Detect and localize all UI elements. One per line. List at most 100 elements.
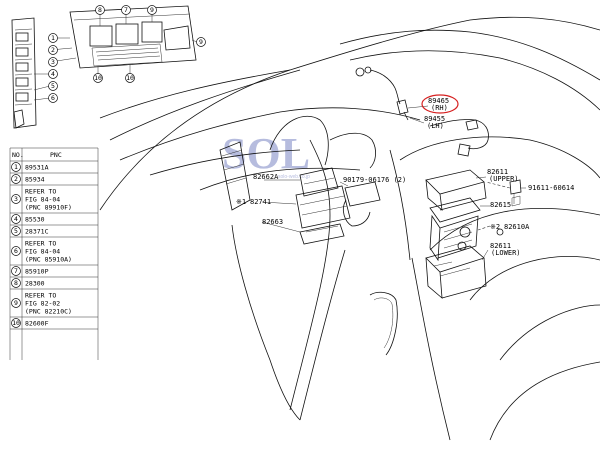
row-number-2-text: 2: [14, 175, 18, 183]
inset-number-top-9: 9: [147, 5, 157, 15]
inset-number-1: 1: [48, 33, 58, 43]
table-row: 4 85530: [10, 214, 98, 226]
label-82662a: 82662A: [253, 173, 279, 181]
row-pnc-text: (PNC 85910A): [25, 256, 72, 264]
oxygen-sensor-rh: [355, 66, 409, 121]
row-number-7-text: 7: [14, 267, 18, 275]
inset-number-3-text: 3: [51, 58, 55, 66]
label-82611-upper-sub: (UPPER): [489, 175, 519, 183]
row-number-9-text: 9: [14, 299, 18, 307]
row-pnc-text: 82600F: [25, 320, 49, 328]
inset-number-4: 4: [48, 69, 58, 79]
row-pnc-text: 28371C: [25, 228, 49, 236]
row-number-7: 7: [11, 266, 21, 276]
label-89455-lh: (LH): [427, 122, 444, 130]
row-number-6: 6: [11, 246, 21, 256]
table-row: 2 85934: [10, 174, 98, 186]
inset-number-2-text: 2: [51, 46, 55, 54]
table-row: 1 89531A: [10, 162, 98, 174]
oxygen-sensor-lh: [429, 119, 489, 157]
inset-number-2: 2: [48, 45, 58, 55]
row-pnc-text: (PNC 89910F): [25, 204, 72, 212]
label-89455: 89455: [424, 115, 445, 123]
inset-number-5: 5: [48, 81, 58, 91]
label-90179: 90179-06176 (2): [343, 176, 406, 184]
row-pnc-text: REFER TO: [25, 240, 56, 248]
row-number-8-text: 8: [14, 279, 18, 287]
row-number-5-text: 5: [14, 227, 18, 235]
table-header-no: NO.: [12, 151, 24, 159]
inset-number-6-text: 6: [51, 94, 55, 102]
row-pnc-text: (PNC 82210C): [25, 308, 72, 316]
inset-number-bottom-0: 10: [93, 73, 103, 83]
inset-number-6: 6: [48, 93, 58, 103]
leader-lines: [261, 105, 526, 261]
table-row: 8 28300: [10, 278, 98, 290]
table-row: 5 28371C: [10, 226, 98, 238]
junction-block: [425, 169, 522, 299]
row-pnc-text: 89531A: [25, 164, 49, 172]
inset-number-5-text: 5: [51, 82, 55, 90]
label-82741: 82741: [250, 198, 271, 206]
inset-number-bottom-0-text: 10: [94, 74, 102, 82]
row-number-1-text: 1: [14, 163, 18, 171]
inset-number-top-8: 8: [95, 5, 105, 15]
inset-number-top-7-text: 7: [124, 6, 128, 14]
fuse-box-inset: [11, 5, 197, 129]
row-pnc-text: 85910P: [25, 268, 49, 276]
row-number-6-text: 6: [14, 247, 18, 255]
inset-number-3: 3: [48, 57, 58, 67]
watermark: SOL solo-web.co.jp: [222, 129, 310, 180]
part-labels: 89465 (RH) 89455 (LH) 82662A 90179-06176…: [236, 97, 574, 257]
inset-number-bottom-1-text: 10: [126, 74, 134, 82]
label-82615: 82615: [490, 201, 511, 209]
label-82611-lower: 82611: [490, 242, 511, 250]
row-pnc-text: FIG 82-02: [25, 300, 60, 308]
row-number-2: 2: [11, 174, 21, 184]
vehicle-body: [99, 16, 600, 441]
ecu-assembly: [295, 167, 381, 245]
inset-number-top-7: 7: [121, 5, 131, 15]
row-number-8: 8: [11, 278, 21, 288]
inset-number-top: 8 7 9 9: [95, 5, 206, 47]
row-number-10: 10: [11, 318, 21, 328]
row-pnc-text: REFER TO: [25, 292, 56, 300]
inset-number-9-side: 9: [196, 37, 206, 47]
label-90611: 91611-60614: [528, 184, 574, 192]
inset-number-1-text: 1: [51, 34, 55, 42]
label-82610a: 82610A: [504, 223, 530, 231]
inset-number-9-side-text: 9: [199, 38, 203, 46]
inset-number-4-text: 4: [51, 70, 55, 78]
inset-number-bottom: 10 10: [93, 73, 135, 83]
inset-number-column: 1 2 3 4 5 6: [48, 33, 58, 103]
label-82663: 82663: [262, 218, 283, 226]
label-89465: 89465: [428, 97, 449, 105]
label-82610a-mark: ※2: [490, 223, 500, 231]
table-row: 7 85910P: [10, 266, 98, 278]
row-pnc-text: 85934: [25, 176, 45, 184]
label-82741-mark: ※1: [236, 198, 246, 206]
label-89465-rh: (RH): [431, 104, 448, 112]
highlight-circle: [421, 94, 459, 114]
row-pnc-text: REFER TO: [25, 188, 56, 196]
row-number-5: 5: [11, 226, 21, 236]
row-number-9: 9: [11, 298, 21, 308]
row-number-3-text: 3: [14, 195, 18, 203]
watermark-subtext: solo-web.co.jp: [278, 174, 310, 180]
row-pnc-text: FIG 84-04: [25, 248, 60, 256]
label-82611-lower-sub: (LOWER): [491, 249, 521, 257]
row-pnc-text: 28300: [25, 280, 45, 288]
row-number-10-text: 10: [12, 319, 20, 327]
row-number-4: 4: [11, 214, 21, 224]
table-row: 10 82600F: [10, 318, 98, 330]
row-pnc-text: 85530: [25, 216, 45, 224]
row-number-3: 3: [11, 194, 21, 204]
table-header-pnc: PNC: [50, 151, 62, 159]
inset-number-top-9-text: 9: [150, 6, 154, 14]
